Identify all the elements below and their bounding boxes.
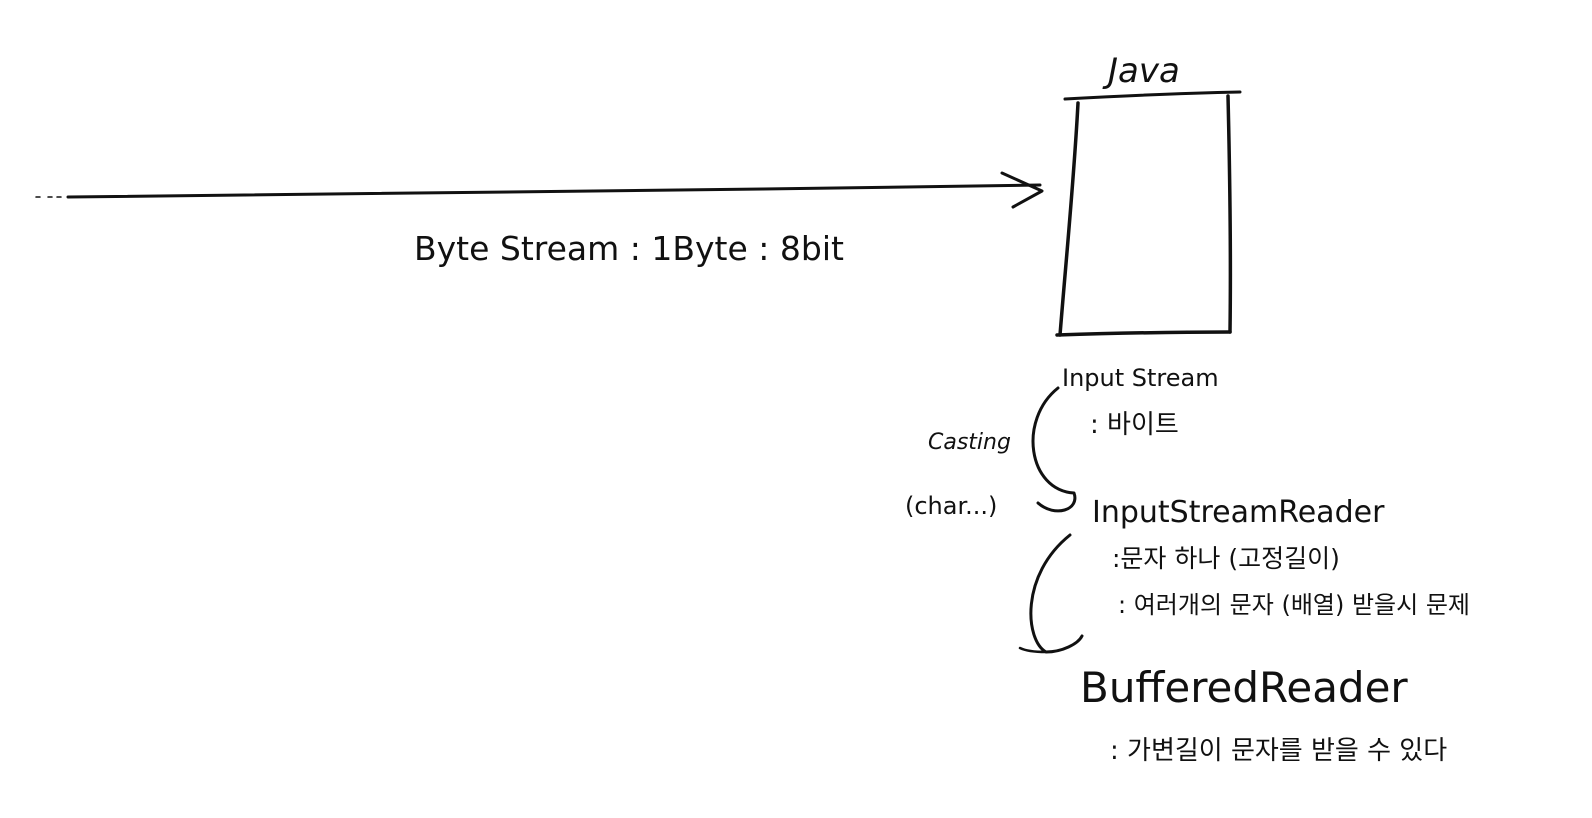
- stream-arrow-head: [1000, 171, 1044, 209]
- reader-bracket-tail: [1018, 646, 1048, 654]
- casting-label: Casting: [928, 430, 1011, 455]
- byte-stream-label: Byte Stream : 1Byte : 8bit: [414, 229, 844, 268]
- reader-bracket-curve: [1029, 533, 1084, 654]
- input-stream-title: Input Stream: [1062, 364, 1219, 392]
- casting-curve-arrow: [1031, 386, 1077, 513]
- java-box-bottom: [1055, 330, 1232, 337]
- stream-arrow-line: [66, 183, 1042, 199]
- input-stream-reader-desc-2: : 여러개의 문자 (배열) 받을시 문제: [1118, 591, 1470, 619]
- input-stream-desc: : 바이트: [1090, 410, 1179, 440]
- buffered-reader-title: BufferedReader: [1080, 663, 1408, 712]
- java-box-left: [1058, 101, 1080, 337]
- java-box-title: Java: [1108, 51, 1180, 91]
- java-box-right: [1226, 94, 1233, 334]
- casting-char-label: (char...): [905, 492, 998, 520]
- buffered-reader-desc: : 가변길이 문자를 받을 수 있다: [1110, 736, 1448, 766]
- input-stream-reader-title: InputStreamReader: [1092, 495, 1385, 530]
- input-stream-reader-desc-1: :문자 하나 (고정길이): [1112, 544, 1340, 573]
- java-box-top: [1063, 90, 1242, 101]
